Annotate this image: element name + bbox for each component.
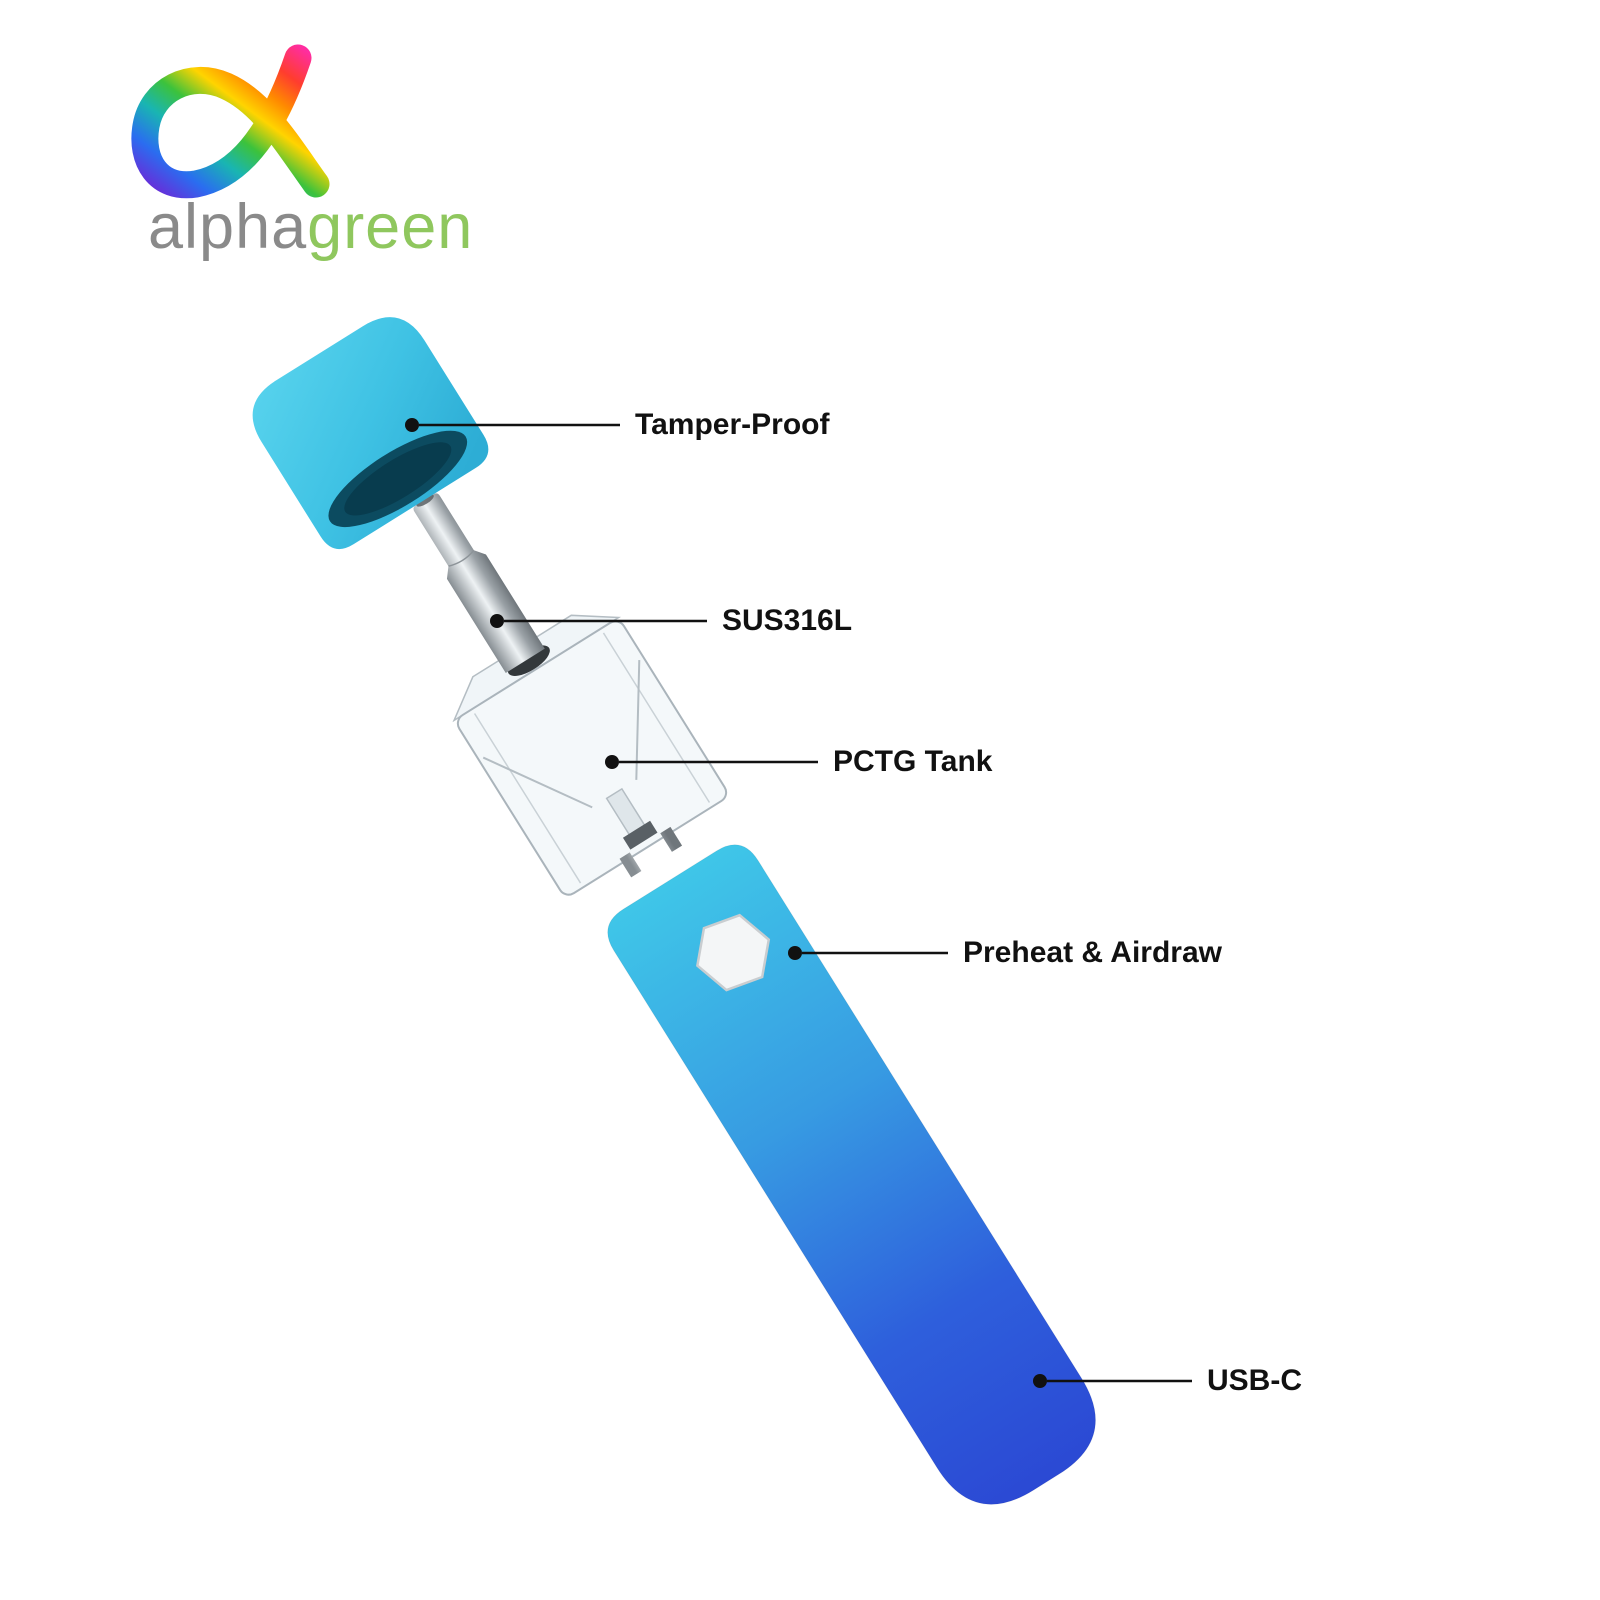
label-pctg-tank: PCTG Tank: [833, 745, 993, 778]
device-body: [607, 844, 1096, 1505]
label-tamper-proof: Tamper-Proof: [635, 408, 830, 441]
brand-name-green: green: [307, 192, 474, 262]
tank-airflow-slot: [622, 820, 658, 850]
tank-contact-pin: [619, 852, 642, 878]
callout-dot-preheat: [788, 946, 802, 960]
label-preheat-airdraw: Preheat & Airdraw: [963, 936, 1222, 969]
preheat-button: [695, 913, 771, 992]
callout-dot-pctg-tank: [605, 755, 619, 769]
brand-logo-icon: [131, 44, 330, 199]
brand-name-alpha: alpha: [148, 192, 308, 262]
mouthpiece-tube: [413, 493, 545, 674]
callout-dot-usb-c: [1033, 1374, 1047, 1388]
callout-dot-tamper-proof: [405, 418, 419, 432]
pctg-tank: [452, 614, 728, 896]
tank-contact-pin: [660, 826, 683, 852]
brand-wordmark: alphagreen: [148, 196, 473, 259]
label-usb-c: USB-C: [1207, 1364, 1302, 1397]
callout-lines: [419, 423, 1192, 1383]
callout-dots: [405, 418, 1047, 1388]
tank-top-opening: [507, 645, 550, 676]
tamper-proof-cap: [252, 317, 489, 550]
callout-dot-sus316l: [490, 614, 504, 628]
label-sus316l: SUS316L: [722, 604, 853, 637]
